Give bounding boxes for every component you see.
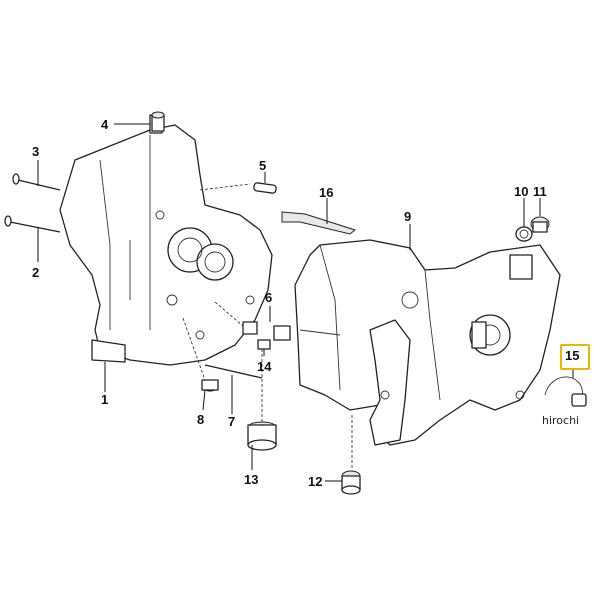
part-label-6: 6: [265, 290, 273, 305]
part-label-12: 12: [308, 474, 323, 489]
plug-11: [530, 216, 550, 233]
bushing-8: [201, 379, 219, 392]
part-label-2: 2: [32, 265, 40, 280]
sensor-15: [544, 376, 587, 407]
part-label-16: 16: [319, 185, 334, 200]
part-label-1: 1: [101, 392, 109, 407]
part-label-13: 13: [244, 472, 259, 487]
bushing-4: [151, 111, 165, 132]
plug-12: [341, 470, 361, 495]
alignment-line: [182, 317, 206, 381]
highlight-box-15: [560, 344, 590, 370]
sleeve-6: [242, 321, 291, 341]
watermark: hirochi: [542, 414, 580, 427]
bolt-long-2: [4, 215, 61, 233]
sleeve-13: [247, 421, 277, 451]
part-label-7: 7: [228, 414, 236, 429]
left-housing-half: [59, 114, 273, 366]
part-label-8: 8: [197, 412, 205, 427]
sleeve-14: [257, 339, 271, 350]
part-label-4: 4: [101, 117, 109, 132]
alignment-line: [199, 183, 251, 191]
o-ring-10: [515, 226, 533, 242]
pin-5: [253, 182, 277, 194]
alignment-line: [214, 301, 244, 327]
part-label-15: 15: [565, 348, 580, 363]
right-housing-half: [294, 239, 561, 446]
leader-8: [202, 389, 206, 411]
part-label-5: 5: [259, 158, 267, 173]
part-label-9: 9: [404, 209, 412, 224]
bolt-short-3: [12, 173, 61, 191]
part-label-14: 14: [257, 359, 272, 374]
blade-16: [281, 211, 357, 235]
part-label-10: 10: [514, 184, 529, 199]
part-label-3: 3: [32, 144, 40, 159]
part-label-11: 11: [533, 184, 547, 199]
dowel-7: [204, 364, 263, 379]
